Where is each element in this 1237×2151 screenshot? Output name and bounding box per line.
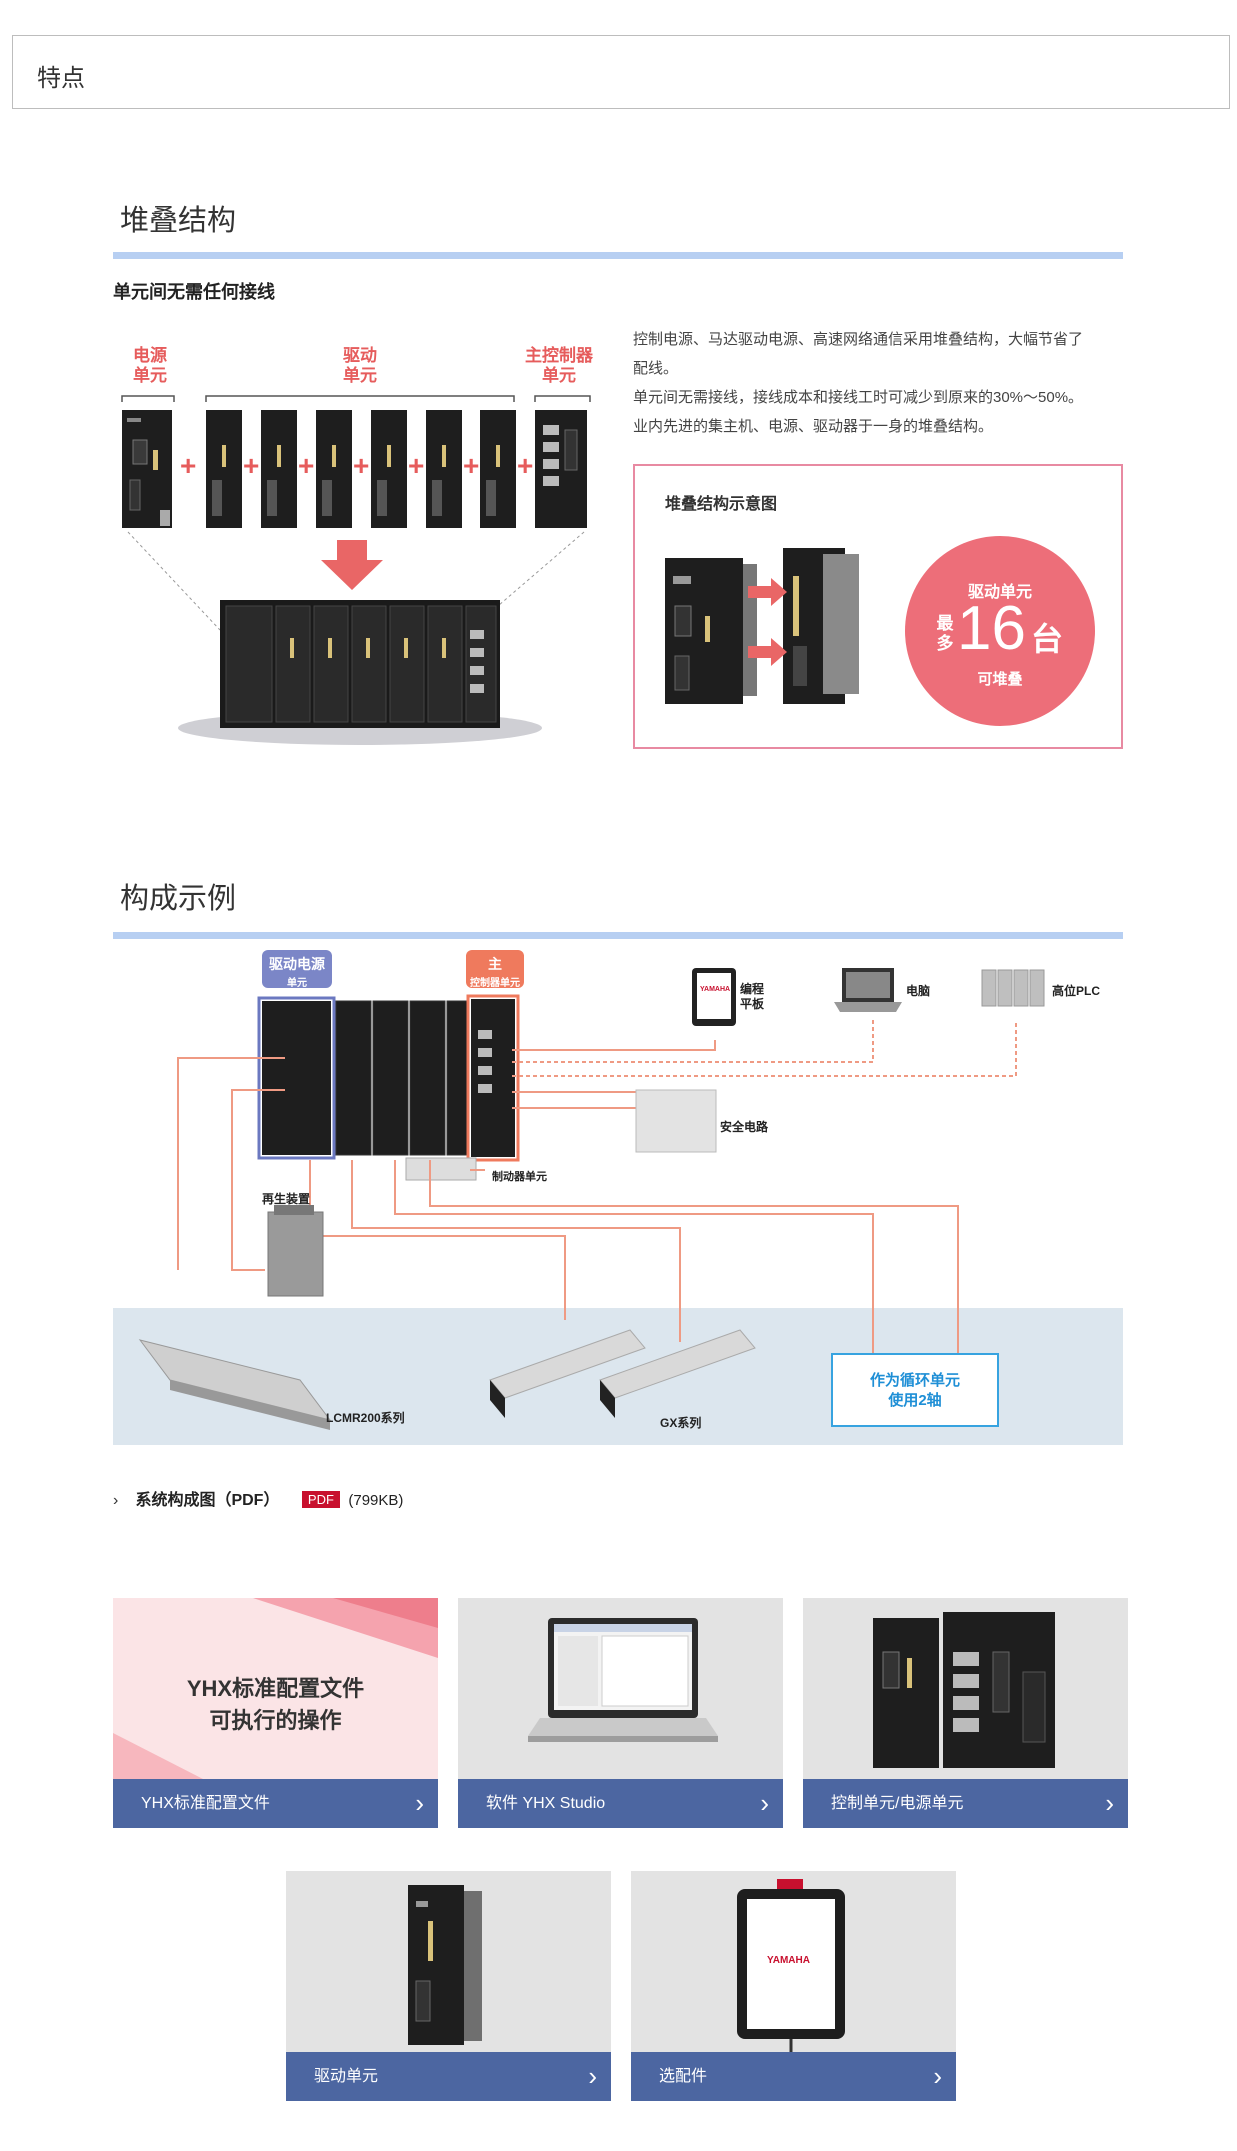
card-options-bar[interactable]: 选配件 ›: [631, 2052, 956, 2101]
pdf-size: (799KB): [348, 1492, 404, 1509]
card-control-power-unit[interactable]: 控制单元/电源单元 ›: [803, 1598, 1128, 1828]
brake-unit-label: 制动器单元: [492, 1171, 547, 1183]
laptop-image: [528, 1618, 718, 1742]
stack-section-title: 堆叠结构: [120, 205, 237, 237]
drive-unit-label: 驱动 单元: [343, 346, 377, 385]
stack-diagram-title: 堆叠结构示意图: [665, 496, 778, 513]
safety-circuit-label: 安全电路: [720, 1120, 769, 1134]
feature-tab-label: 特点: [37, 65, 85, 92]
card-options[interactable]: YAMAHA 选配件 ›: [631, 1871, 956, 2101]
max-stack-badge: 驱动单元 最多 16 台 可堆叠: [905, 536, 1095, 726]
regen-unit-label: 再生装置: [262, 1192, 311, 1206]
svg-text:+: +: [243, 450, 259, 481]
control-unit-image: [873, 1612, 1055, 1768]
card-yhx-image-text: YHX标准配置文件 可执行的操作: [186, 1676, 365, 1733]
svg-text:+: +: [408, 450, 424, 481]
stack-description-1: 控制电源、马达驱动电源、高速网络通信采用堆叠结构，大幅节省了: [633, 331, 1084, 348]
power-unit-label: 电源 单元: [133, 346, 167, 385]
chevron-right-icon: ›: [760, 1788, 769, 1818]
master-unit-label: 主控制器 单元: [525, 346, 593, 385]
card-drive-bar[interactable]: 驱动单元 ›: [286, 2052, 611, 2101]
gx-series-label: GX系列: [660, 1416, 702, 1430]
chevron-right-icon: ›: [113, 1492, 119, 1509]
chevron-right-icon: ›: [1105, 1788, 1114, 1818]
drive-unit-image: [408, 1885, 482, 2045]
config-section-title: 构成示例: [120, 883, 237, 915]
programming-tablet-image: [737, 1879, 845, 2057]
pdf-link-row[interactable]: › 系统构成图（PDF） PDF (799KB): [113, 1486, 403, 1510]
pdf-badge: PDF: [301, 1491, 340, 1508]
plc-label: 高位PLC: [1052, 984, 1101, 998]
svg-text:+: +: [298, 450, 314, 481]
svg-text:+: +: [180, 450, 196, 481]
card-yhx-studio[interactable]: 软件 YHX Studio ›: [458, 1598, 783, 1828]
card-yhx-profile[interactable]: YHX标准配置文件 可执行的操作 YHX标准配置文件 ›: [113, 1598, 438, 1828]
feature-tab[interactable]: 特点: [12, 35, 1230, 109]
card-drive-unit[interactable]: 驱动单元 ›: [286, 1871, 611, 2101]
tablet-logo-text: YAMAHA: [767, 1955, 810, 1966]
stack-description-3: 单元间无需接线，接线成本和接线工时可减少到原来的30%～50%。: [633, 389, 1084, 406]
pdf-link-title[interactable]: 系统构成图（PDF）: [135, 1492, 280, 1509]
stack-diagram-image: [665, 548, 859, 704]
tablet-brand: YAMAHA: [700, 986, 731, 993]
card-studio-bar[interactable]: 软件 YHX Studio ›: [458, 1779, 783, 1828]
chevron-right-icon: ›: [415, 1788, 424, 1818]
power-unit-image: [122, 410, 172, 528]
stack-section-rule: [113, 252, 1123, 259]
stack-diagram-box: 堆叠结构示意图 驱动单元 最多 16 台 可堆叠: [633, 464, 1123, 749]
stack-subtitle: 单元间无需任何接线: [113, 282, 275, 302]
card-control-bar[interactable]: 控制单元/电源单元 ›: [803, 1779, 1128, 1828]
lcmr-series-label: LCMR200系列: [326, 1411, 405, 1425]
chevron-right-icon: ›: [588, 2061, 597, 2091]
tablet-label: 编程 平板: [740, 982, 765, 1011]
stack-description-4: 业内先进的集主机、电源、驱动器于一身的堆叠结构。: [633, 418, 994, 435]
svg-text:+: +: [353, 450, 369, 481]
cycle-unit-box: 作为循环单元 使用2轴: [831, 1353, 999, 1427]
chevron-right-icon: ›: [933, 2061, 942, 2091]
master-unit-pill: 主 控制器单元: [466, 950, 524, 989]
svg-text:+: +: [463, 450, 479, 481]
stack-description-2: 配线。: [633, 360, 679, 377]
pink-stripes-decoration: [113, 1598, 438, 1779]
drive-unit-images: [206, 410, 516, 528]
card-yhx-bar[interactable]: YHX标准配置文件 ›: [113, 1779, 438, 1828]
svg-text:+: +: [517, 450, 533, 481]
drive-power-unit-pill: 驱动电源 单元: [262, 950, 332, 989]
config-section-rule: [113, 932, 1123, 939]
pc-label: 电脑: [906, 984, 931, 998]
master-unit-image: [535, 410, 587, 528]
